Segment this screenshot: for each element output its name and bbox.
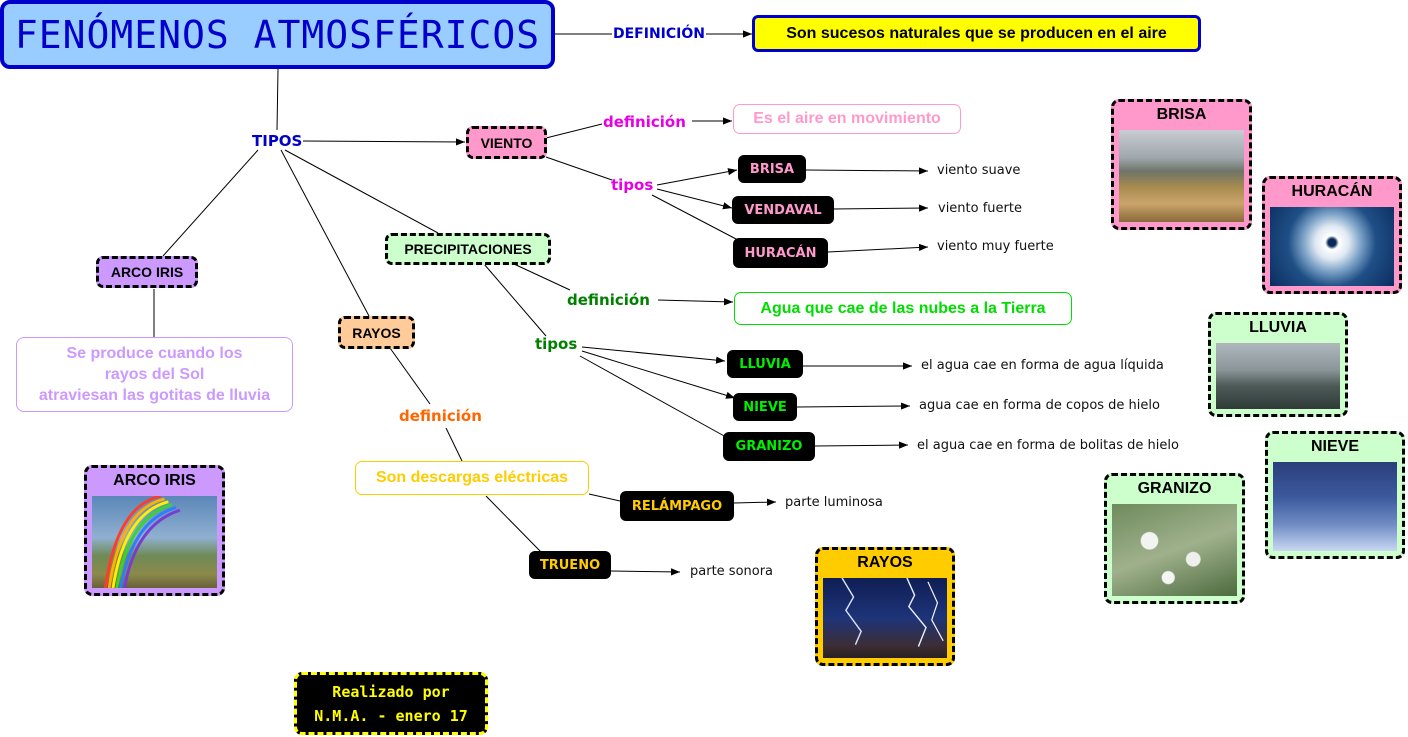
arco-iris-definition-line-1: Se produce cuando los — [66, 345, 243, 362]
relampago-desc: parte luminosa — [785, 495, 883, 510]
lluvia-photo — [1216, 343, 1340, 409]
arco-iris-definition-node[interactable]: Se produce cuando los rayos del Sol atra… — [16, 337, 293, 412]
image-card-brisa-title: BRISA — [1156, 106, 1207, 123]
arco-iris-node[interactable]: ARCO IRIS — [96, 256, 198, 288]
brisa-node[interactable]: BRISA — [738, 155, 806, 183]
granizo-photo — [1112, 504, 1237, 596]
nieve-desc: agua cae en forma de copos de hielo — [919, 398, 1160, 413]
precip-definition-text: Agua que cae de las nubes a la Tierra — [760, 299, 1046, 317]
image-card-lluvia: LLUVIA — [1208, 312, 1348, 417]
image-card-rayos: RAYOS — [815, 547, 955, 666]
image-card-brisa: BRISA — [1111, 99, 1252, 230]
trueno-node[interactable]: TRUENO — [529, 551, 611, 579]
arco-iris-definition-line-2: rayos del Sol — [104, 366, 205, 383]
credit-line-1: Realizado por — [332, 682, 450, 701]
lightning-bolts — [841, 577, 944, 647]
viento-definition-text: Es el aire en movimiento — [753, 110, 941, 127]
image-card-arco-iris-title: ARCO IRIS — [113, 472, 196, 489]
granizo-node[interactable]: GRANIZO — [723, 432, 815, 461]
lluvia-desc: el agua cae en forma de agua líquida — [921, 358, 1164, 373]
link-definicion-main: DEFINICIÓN — [613, 26, 705, 42]
arco-iris-photo — [92, 494, 217, 589]
lluvia-node[interactable]: LLUVIA — [727, 350, 803, 378]
viento-definition-node[interactable]: Es el aire en movimiento — [733, 104, 961, 134]
rayos-label: RAYOS — [352, 324, 401, 341]
credit-line-2: N.M.A. - enero 17 — [314, 706, 468, 725]
image-card-nieve: NIEVE — [1265, 431, 1405, 559]
precipitaciones-node[interactable]: PRECIPITACIONES — [385, 233, 551, 265]
granizo-label: GRANIZO — [735, 439, 803, 454]
image-card-arco-iris: ARCO IRIS — [84, 465, 225, 596]
nieve-node[interactable]: NIEVE — [733, 393, 797, 421]
link-precip-definicion: definición — [567, 291, 650, 309]
image-card-rayos-title: RAYOS — [857, 554, 913, 571]
huracan-desc: viento muy fuerte — [937, 239, 1054, 254]
huracan-label: HURACÁN — [744, 245, 817, 261]
huracan-photo — [1270, 207, 1394, 286]
image-card-lluvia-title: LLUVIA — [1249, 319, 1307, 336]
trueno-desc: parte sonora — [690, 564, 774, 579]
nieve-photo — [1273, 462, 1397, 551]
image-card-granizo: GRANIZO — [1104, 473, 1245, 604]
image-card-huracan-title: HURACÁN — [1291, 183, 1373, 200]
huracan-node[interactable]: HURACÁN — [733, 238, 828, 268]
precipitaciones-label: PRECIPITACIONES — [404, 241, 532, 257]
vendaval-desc: viento fuerte — [938, 201, 1022, 216]
relampago-node[interactable]: RELÁMPAGO — [620, 491, 734, 521]
main-definition-node[interactable]: Son sucesos naturales que se producen en… — [752, 15, 1201, 52]
image-card-huracan: HURACÁN — [1262, 176, 1402, 294]
link-precip-tipos: tipos — [535, 335, 578, 353]
granizo-desc: el agua cae en forma de bolitas de hielo — [917, 438, 1179, 453]
title-node[interactable]: FENÓMENOS ATMOSFÉRICOS — [0, 0, 555, 69]
precip-definition-node[interactable]: Agua que cae de las nubes a la Tierra — [734, 292, 1072, 325]
link-viento-tipos: tipos — [611, 176, 654, 194]
title-text: FENÓMENOS ATMOSFÉRICOS — [14, 12, 541, 57]
link-rayos-definicion: definición — [399, 407, 482, 425]
rayos-definition-text: Son descargas eléctricas — [375, 469, 569, 486]
brisa-photo — [1119, 130, 1244, 222]
credit-box: Realizado por N.M.A. - enero 17 — [294, 672, 488, 735]
rayos-definition-node[interactable]: Son descargas eléctricas — [355, 461, 589, 495]
arco-iris-label: ARCO IRIS — [110, 264, 184, 280]
vendaval-label: VENDAVAL — [744, 202, 822, 218]
relampago-label: RELÁMPAGO — [631, 498, 723, 514]
image-card-granizo-title: GRANIZO — [1137, 480, 1212, 497]
link-viento-definicion: definición — [603, 113, 686, 131]
link-tipos-main: TIPOS — [252, 132, 303, 150]
rainbow — [103, 494, 181, 589]
main-definition-text: Son sucesos naturales que se producen en… — [786, 24, 1167, 42]
arco-iris-definition-line-3: atraviesan las gotitas de lluvia — [38, 387, 271, 404]
lluvia-label: LLUVIA — [739, 356, 791, 372]
rayos-photo — [823, 577, 947, 658]
viento-label: VIENTO — [480, 134, 533, 151]
nieve-label: NIEVE — [743, 399, 787, 415]
vendaval-node[interactable]: VENDAVAL — [732, 196, 834, 224]
viento-node[interactable]: VIENTO — [466, 126, 547, 159]
trueno-label: TRUENO — [539, 557, 601, 573]
brisa-label: BRISA — [749, 161, 795, 177]
image-card-nieve-title: NIEVE — [1310, 438, 1359, 455]
brisa-desc: viento suave — [937, 163, 1021, 178]
rayos-node[interactable]: RAYOS — [338, 316, 415, 349]
